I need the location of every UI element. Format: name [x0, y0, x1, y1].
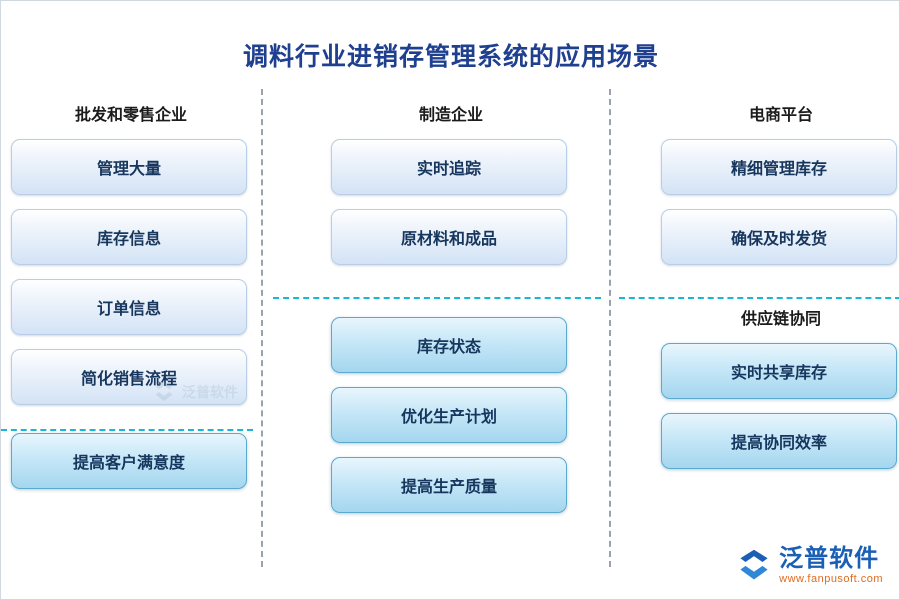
brand-name: 泛普软件 [779, 544, 880, 572]
section-header-supply-chain: 供应链协同 [740, 311, 821, 328]
card-label: 优化生产计划 [400, 409, 497, 426]
card-label: 提高生产质量 [400, 479, 497, 496]
section-divider-middle [273, 297, 601, 299]
card-label: 管理大量 [96, 161, 161, 178]
card-label: 提高客户满意度 [72, 455, 185, 472]
section-divider-left [1, 429, 253, 431]
card-label: 库存状态 [416, 339, 481, 356]
card-label: 实时共享库存 [730, 365, 827, 382]
card-ecommerce-3[interactable]: 实时共享库存 [661, 343, 897, 399]
card-ecommerce-4[interactable]: 提高协同效率 [661, 413, 897, 469]
column-divider-2 [609, 89, 611, 567]
card-label: 精细管理库存 [730, 161, 827, 178]
card-manufacturing-3[interactable]: 库存状态 [331, 317, 567, 373]
card-wholesale-3[interactable]: 订单信息 [11, 279, 247, 335]
card-label: 实时追踪 [416, 161, 481, 178]
card-label: 订单信息 [96, 301, 161, 318]
card-label: 原材料和成品 [400, 231, 497, 248]
column-wholesale-retail: 批发和零售企业 管理大量 库存信息 订单信息 简化销售流程 提高客户满意度 [11, 101, 251, 489]
card-label: 简化销售流程 [80, 371, 177, 388]
brand-logo: 泛普软件 www.fanpusoft.com [737, 546, 883, 585]
column-ecommerce: 电商平台 精细管理库存 确保及时发货 供应链协同 实时共享库存 提高协同效率 [661, 101, 899, 469]
card-wholesale-2[interactable]: 库存信息 [11, 209, 247, 265]
fanpu-logo-icon [740, 549, 768, 580]
card-label: 提高协同效率 [730, 435, 827, 452]
column-manufacturing: 制造企业 实时追踪 原材料和成品 库存状态 优化生产计划 提高生产质量 [331, 101, 571, 513]
card-ecommerce-1[interactable]: 精细管理库存 [661, 139, 897, 195]
section-divider-right [619, 297, 899, 299]
card-wholesale-4[interactable]: 简化销售流程 [11, 349, 247, 405]
column-header-manufacturing: 制造企业 [418, 107, 483, 124]
card-wholesale-5[interactable]: 提高客户满意度 [11, 433, 247, 489]
column-divider-1 [261, 89, 263, 567]
page-title: 调料行业进销存管理系统的应用场景 [242, 43, 659, 71]
card-manufacturing-1[interactable]: 实时追踪 [331, 139, 567, 195]
card-manufacturing-4[interactable]: 优化生产计划 [331, 387, 567, 443]
card-label: 确保及时发货 [730, 231, 827, 248]
card-manufacturing-2[interactable]: 原材料和成品 [331, 209, 567, 265]
card-label: 库存信息 [96, 231, 161, 248]
brand-url: www.fanpusoft.com [779, 573, 883, 585]
card-wholesale-1[interactable]: 管理大量 [11, 139, 247, 195]
card-manufacturing-5[interactable]: 提高生产质量 [331, 457, 567, 513]
column-header-wholesale-retail: 批发和零售企业 [74, 107, 187, 124]
brand-logo-text: 泛普软件 www.fanpusoft.com [779, 546, 883, 585]
column-header-ecommerce: 电商平台 [748, 107, 813, 124]
card-ecommerce-2[interactable]: 确保及时发货 [661, 209, 897, 265]
